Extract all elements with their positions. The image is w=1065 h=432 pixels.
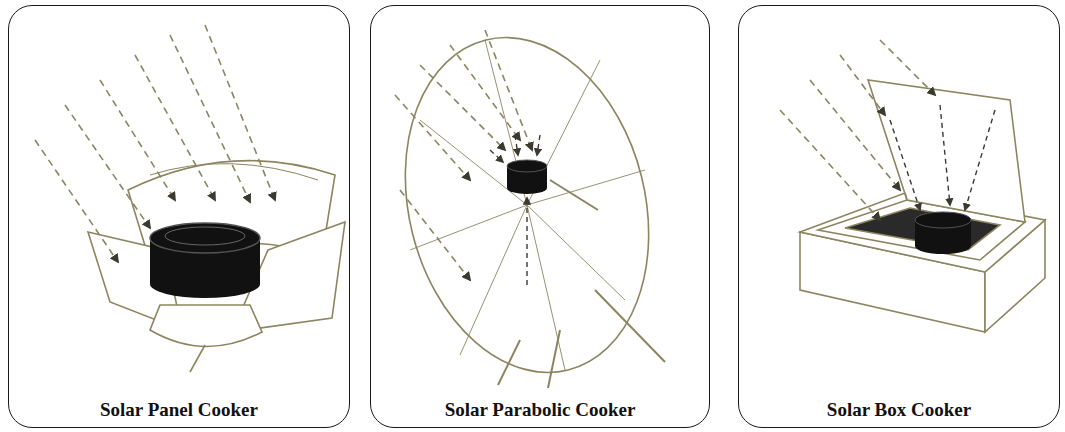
cooker-caption: Solar Box Cooker <box>824 399 974 420</box>
cooker-panel: Solar Parabolic Cooker <box>370 5 710 428</box>
cooker-caption: Solar Panel Cooker <box>97 399 261 420</box>
cooker-panel: Solar Box Cooker <box>738 5 1060 428</box>
cooker-caption-row: Solar Parabolic Cooker <box>371 399 709 421</box>
cooker-caption-row: Solar Panel Cooker <box>9 399 349 421</box>
cooker-panel: Solar Panel Cooker <box>8 5 350 428</box>
cooker-caption-row: Solar Box Cooker <box>739 399 1059 421</box>
cooker-caption: Solar Parabolic Cooker <box>442 399 639 420</box>
